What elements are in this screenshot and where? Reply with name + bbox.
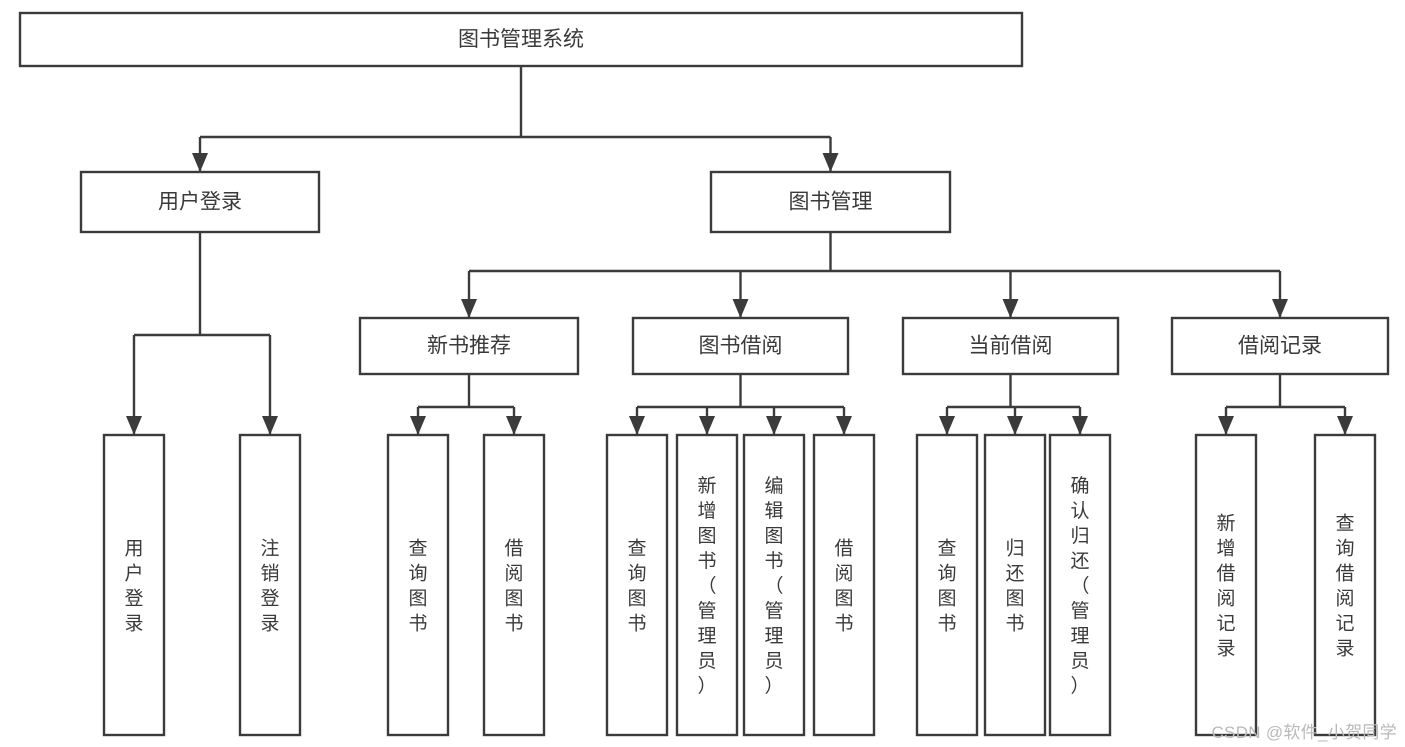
arrow-head-icon (262, 416, 278, 435)
arrow-head-icon (836, 416, 852, 435)
arrow-head-icon (1272, 299, 1288, 318)
diagram-node[interactable]: 借阅图书 (482, 433, 546, 737)
arrow-head-icon (732, 299, 749, 318)
diagram-node[interactable]: 用户登录 (102, 433, 166, 737)
node-label: 新增借阅记录 (1216, 513, 1235, 660)
diagram-node[interactable]: 确认归还（管理员） (1048, 433, 1112, 737)
node-box (915, 433, 979, 737)
diagram-node[interactable]: 编辑图书（管理员） (742, 433, 806, 737)
diagram-node[interactable]: 查询图书 (386, 433, 450, 737)
connector-layer (126, 66, 1353, 435)
node-box (1170, 316, 1390, 376)
diagram-node[interactable]: 新增图书（管理员） (675, 433, 739, 737)
node-box (675, 433, 739, 737)
node-label: 查询图书 (937, 538, 956, 635)
node-box (631, 316, 850, 376)
node-label: 图书管理系统 (458, 28, 584, 51)
arrow-head-icon (410, 416, 426, 435)
node-label: 借阅图书 (834, 538, 853, 635)
node-box (102, 433, 166, 737)
node-box (386, 433, 450, 737)
arrow-head-icon (1002, 299, 1019, 318)
node-layer: 图书管理系统用户登录图书管理新书推荐图书借阅当前借阅借阅记录用户登录注销登录查询… (18, 11, 1390, 737)
node-label: 借阅图书 (504, 538, 523, 635)
node-box (1194, 433, 1258, 737)
node-label: 图书借阅 (699, 335, 783, 358)
diagram-node[interactable]: 图书管理系统 (18, 11, 1024, 68)
node-label: 用户登录 (158, 191, 242, 214)
diagram-node[interactable]: 借阅图书 (812, 433, 876, 737)
arrow-head-icon (1007, 416, 1023, 435)
diagram-node[interactable]: 查询借阅记录 (1313, 433, 1377, 737)
node-box (983, 433, 1047, 737)
node-label: 归还图书 (1005, 538, 1024, 635)
arrow-head-icon (126, 416, 142, 435)
arrow-head-icon (766, 416, 782, 435)
diagram-node[interactable]: 借阅记录 (1170, 316, 1390, 376)
node-label: 查询图书 (627, 538, 646, 635)
node-box (605, 433, 669, 737)
arrow-head-icon (1218, 416, 1234, 435)
node-box (482, 433, 546, 737)
node-label: 用户登录 (124, 539, 143, 635)
node-label: 确认归还（管理员） (1070, 475, 1089, 697)
diagram-node[interactable]: 用户登录 (79, 170, 321, 234)
diagram-node[interactable]: 注销登录 (238, 433, 302, 737)
node-label: 查询图书 (408, 538, 427, 635)
node-box (238, 433, 302, 737)
node-box (358, 316, 580, 376)
diagram-node[interactable]: 归还图书 (983, 433, 1047, 737)
diagram-node[interactable]: 查询图书 (915, 433, 979, 737)
node-box (901, 316, 1120, 376)
node-box (709, 170, 952, 234)
node-box (812, 433, 876, 737)
node-label: 查询借阅记录 (1335, 513, 1354, 660)
arrow-head-icon (192, 153, 208, 172)
arrow-head-icon (939, 416, 955, 435)
arrow-head-icon (1072, 416, 1088, 435)
diagram-node[interactable]: 查询图书 (605, 433, 669, 737)
arrow-head-icon (699, 416, 715, 435)
node-label: 图书管理 (789, 191, 873, 214)
node-label: 借阅记录 (1238, 335, 1322, 358)
diagram-node[interactable]: 新增借阅记录 (1194, 433, 1258, 737)
node-box (1313, 433, 1377, 737)
arrow-head-icon (506, 416, 522, 435)
node-label: 新书推荐 (427, 335, 511, 358)
node-box (1048, 433, 1112, 737)
arrow-head-icon (822, 153, 839, 172)
diagram-node[interactable]: 新书推荐 (358, 316, 580, 376)
node-label: 当前借阅 (969, 335, 1053, 358)
node-label: 新增图书（管理员） (697, 475, 716, 697)
node-box (18, 11, 1024, 68)
node-box (742, 433, 806, 737)
node-label: 编辑图书（管理员） (764, 475, 783, 697)
diagram-node[interactable]: 图书管理 (709, 170, 952, 234)
node-box (79, 170, 321, 234)
diagram-node[interactable]: 图书借阅 (631, 316, 850, 376)
node-label: 注销登录 (260, 538, 279, 635)
arrow-head-icon (1337, 416, 1353, 435)
arrow-head-icon (629, 416, 645, 435)
arrow-head-icon (461, 299, 477, 318)
diagram-node[interactable]: 当前借阅 (901, 316, 1120, 376)
